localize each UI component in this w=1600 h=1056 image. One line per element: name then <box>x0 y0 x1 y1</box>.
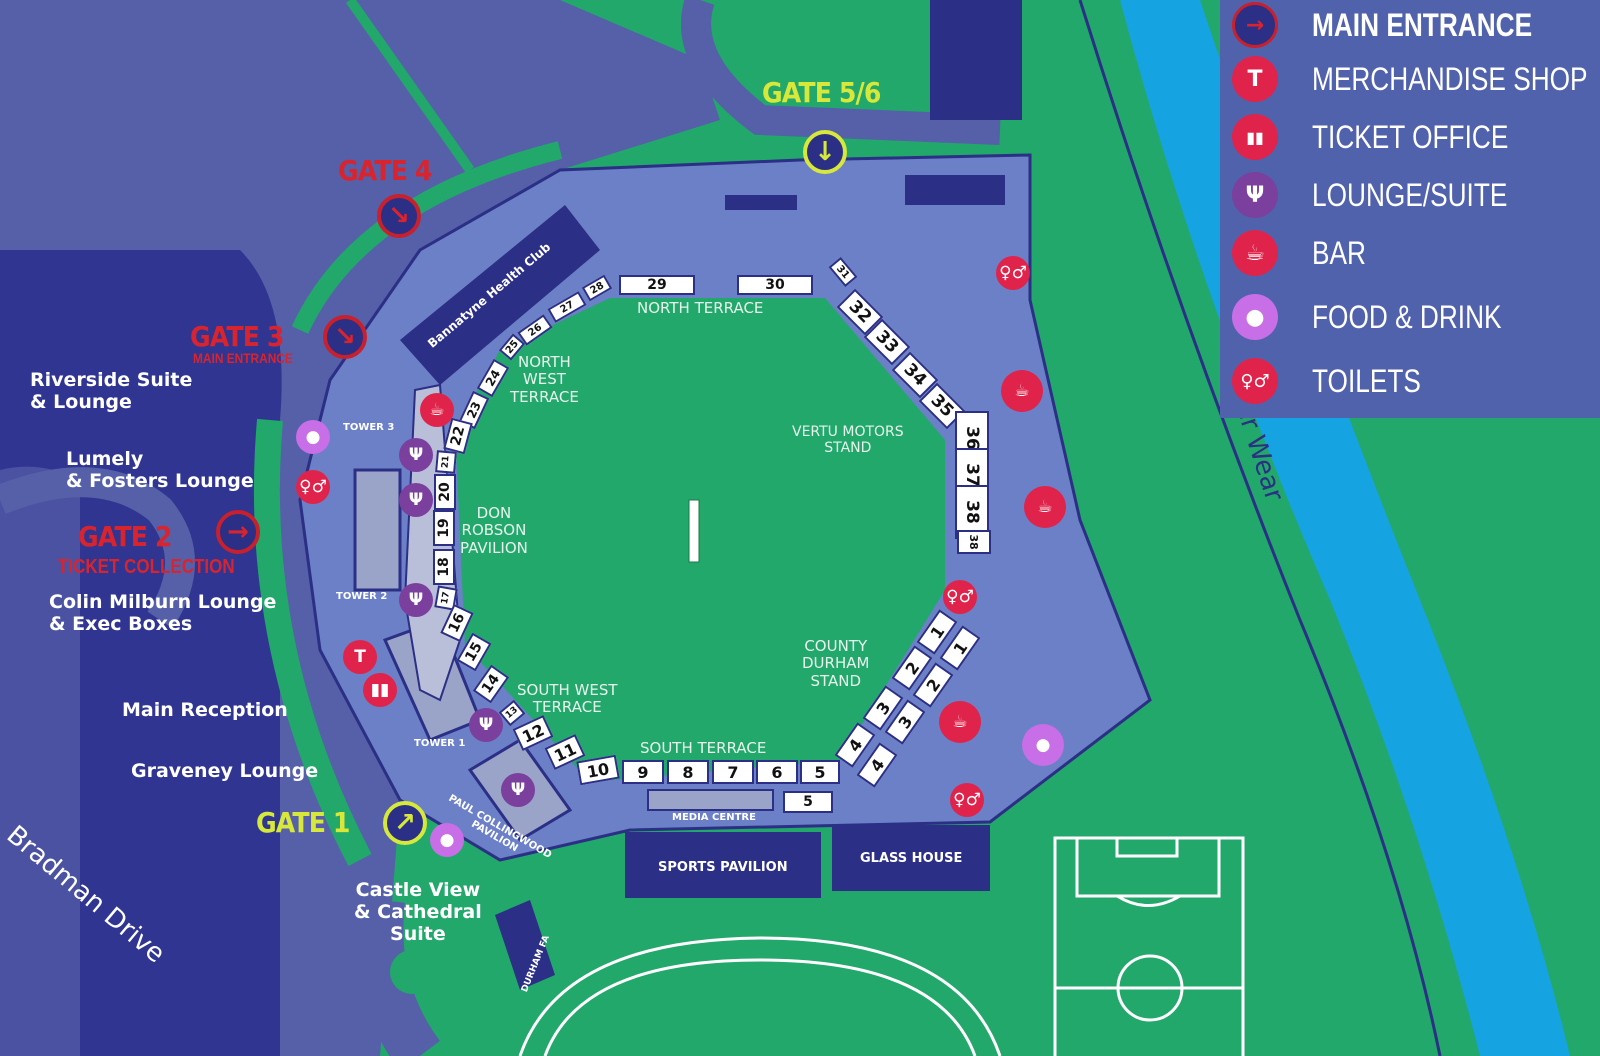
legend-label: TOILETS <box>1312 362 1421 399</box>
gate-4-label: GATE 4 <box>338 154 432 187</box>
beer-mug-icon: ☕ <box>1232 230 1278 276</box>
legend-label: MERCHANDISE SHOP <box>1312 60 1588 97</box>
colin-milburn-lounge-label: Colin Milburn Lounge & Exec Boxes <box>49 591 277 635</box>
legend-label: TICKET OFFICE <box>1312 118 1509 155</box>
main-reception-label: Main Reception <box>122 699 288 721</box>
toilets-icon[interactable]: ♀♂ <box>950 783 984 817</box>
seat-block-6[interactable]: 6 <box>756 760 798 784</box>
gate-3-subtitle: MAIN ENTRANCE <box>193 350 293 366</box>
gate-5-6-arrow-icon[interactable]: ↓ <box>803 130 847 174</box>
lounge-tray-icon[interactable]: Ψ <box>399 483 433 517</box>
tower-3-label: TOWER 3 <box>343 422 395 433</box>
burger-drink-icon: ● <box>1232 294 1278 340</box>
gate-1-label: GATE 1 <box>256 806 350 839</box>
seat-block-5[interactable]: 5 <box>800 760 840 784</box>
seat-block-30[interactable]: 30 <box>737 275 813 295</box>
ticket-icon[interactable]: ▮▮ <box>363 673 397 707</box>
graveney-lounge-label: Graveney Lounge <box>131 760 319 782</box>
seat-block-9[interactable]: 9 <box>622 760 664 784</box>
sports-pavilion-label: SPORTS PAVILION <box>658 860 788 875</box>
tshirt-icon[interactable]: T <box>343 640 377 674</box>
gate-2-arrow-icon[interactable]: → <box>216 510 260 554</box>
main-entrance-arrow-icon: → <box>1232 2 1278 48</box>
burger-drink-icon[interactable]: ● <box>430 823 464 857</box>
gate-2-label: GATE 2 <box>78 520 172 553</box>
gate-2-subtitle: TICKET COLLECTION <box>58 556 235 578</box>
riverside-suite-label: Riverside Suite & Lounge <box>30 369 193 413</box>
county-durham-stand-label: COUNTY DURHAM STAND <box>802 637 870 690</box>
seat-block-18[interactable]: 18 <box>433 549 455 585</box>
north-west-terrace-label: NORTH WEST TERRACE <box>510 353 579 406</box>
beer-mug-icon[interactable]: ☕ <box>1001 370 1043 412</box>
tower-1-label: TOWER 1 <box>414 738 466 749</box>
gate-3-label: GATE 3 <box>190 320 284 353</box>
lounge-tray-icon: Ψ <box>1232 172 1278 218</box>
castle-view-suite-label: Castle View & Cathedral Suite <box>354 879 482 945</box>
lounge-tray-icon[interactable]: Ψ <box>399 583 433 617</box>
tshirt-icon: T <box>1232 56 1278 102</box>
seat-block-20[interactable]: 20 <box>434 474 456 510</box>
beer-mug-icon[interactable]: ☕ <box>1024 486 1066 528</box>
south-west-terrace-label: SOUTH WEST TERRACE <box>517 681 618 717</box>
gate-3-arrow-icon[interactable]: ↘ <box>323 315 367 359</box>
gate-5-6-label: GATE 5/6 <box>762 76 881 109</box>
don-robson-pavilion-label: DON ROBSON PAVILION <box>460 504 528 557</box>
seat-block-7[interactable]: 7 <box>712 760 754 784</box>
toilets-icon[interactable]: ♀♂ <box>943 580 977 614</box>
toilets-icon[interactable]: ♀♂ <box>296 470 330 504</box>
lounge-tray-icon[interactable]: Ψ <box>469 708 503 742</box>
lounge-tray-icon[interactable]: Ψ <box>501 773 535 807</box>
legend-label: BAR <box>1312 234 1366 271</box>
lumely-fosters-lounge-label: Lumely & Fosters Lounge <box>66 448 254 492</box>
map-legend: → MAIN ENTRANCE T MERCHANDISE SHOP ▮▮ TI… <box>1220 0 1600 418</box>
burger-drink-icon[interactable]: ● <box>1022 724 1064 766</box>
lounge-tray-icon[interactable]: Ψ <box>399 438 433 472</box>
glass-house-label: GLASS HOUSE <box>860 851 963 866</box>
seat-block-8[interactable]: 8 <box>667 760 709 784</box>
seat-block-29[interactable]: 29 <box>619 275 695 295</box>
gate-1-arrow-icon[interactable]: ↗ <box>383 801 427 845</box>
south-terrace-label: SOUTH TERRACE <box>640 739 767 757</box>
beer-mug-icon[interactable]: ☕ <box>939 701 981 743</box>
seat-block-19[interactable]: 19 <box>433 510 455 546</box>
vertu-motors-stand-label: VERTU MOTORS STAND <box>792 424 904 457</box>
north-terrace-label: NORTH TERRACE <box>637 299 764 317</box>
legend-label: FOOD & DRINK <box>1312 298 1502 335</box>
toilets-icon: ♀♂ <box>1232 358 1278 404</box>
legend-label: LOUNGE/SUITE <box>1312 176 1508 213</box>
legend-label: MAIN ENTRANCE <box>1312 6 1533 43</box>
media-centre-label: MEDIA CENTRE <box>672 812 756 823</box>
beer-mug-icon[interactable]: ☕ <box>420 393 454 427</box>
burger-drink-icon[interactable]: ● <box>296 420 330 454</box>
gate-4-arrow-icon[interactable]: ↘ <box>377 194 421 238</box>
toilets-icon[interactable]: ♀♂ <box>996 256 1030 290</box>
tower-2-label: TOWER 2 <box>336 591 388 602</box>
seat-block-38[interactable]: 38 <box>957 530 991 554</box>
seat-block-5[interactable]: 5 <box>783 791 833 813</box>
seat-block-21[interactable]: 21 <box>435 450 457 474</box>
ticket-icon: ▮▮ <box>1232 114 1278 160</box>
